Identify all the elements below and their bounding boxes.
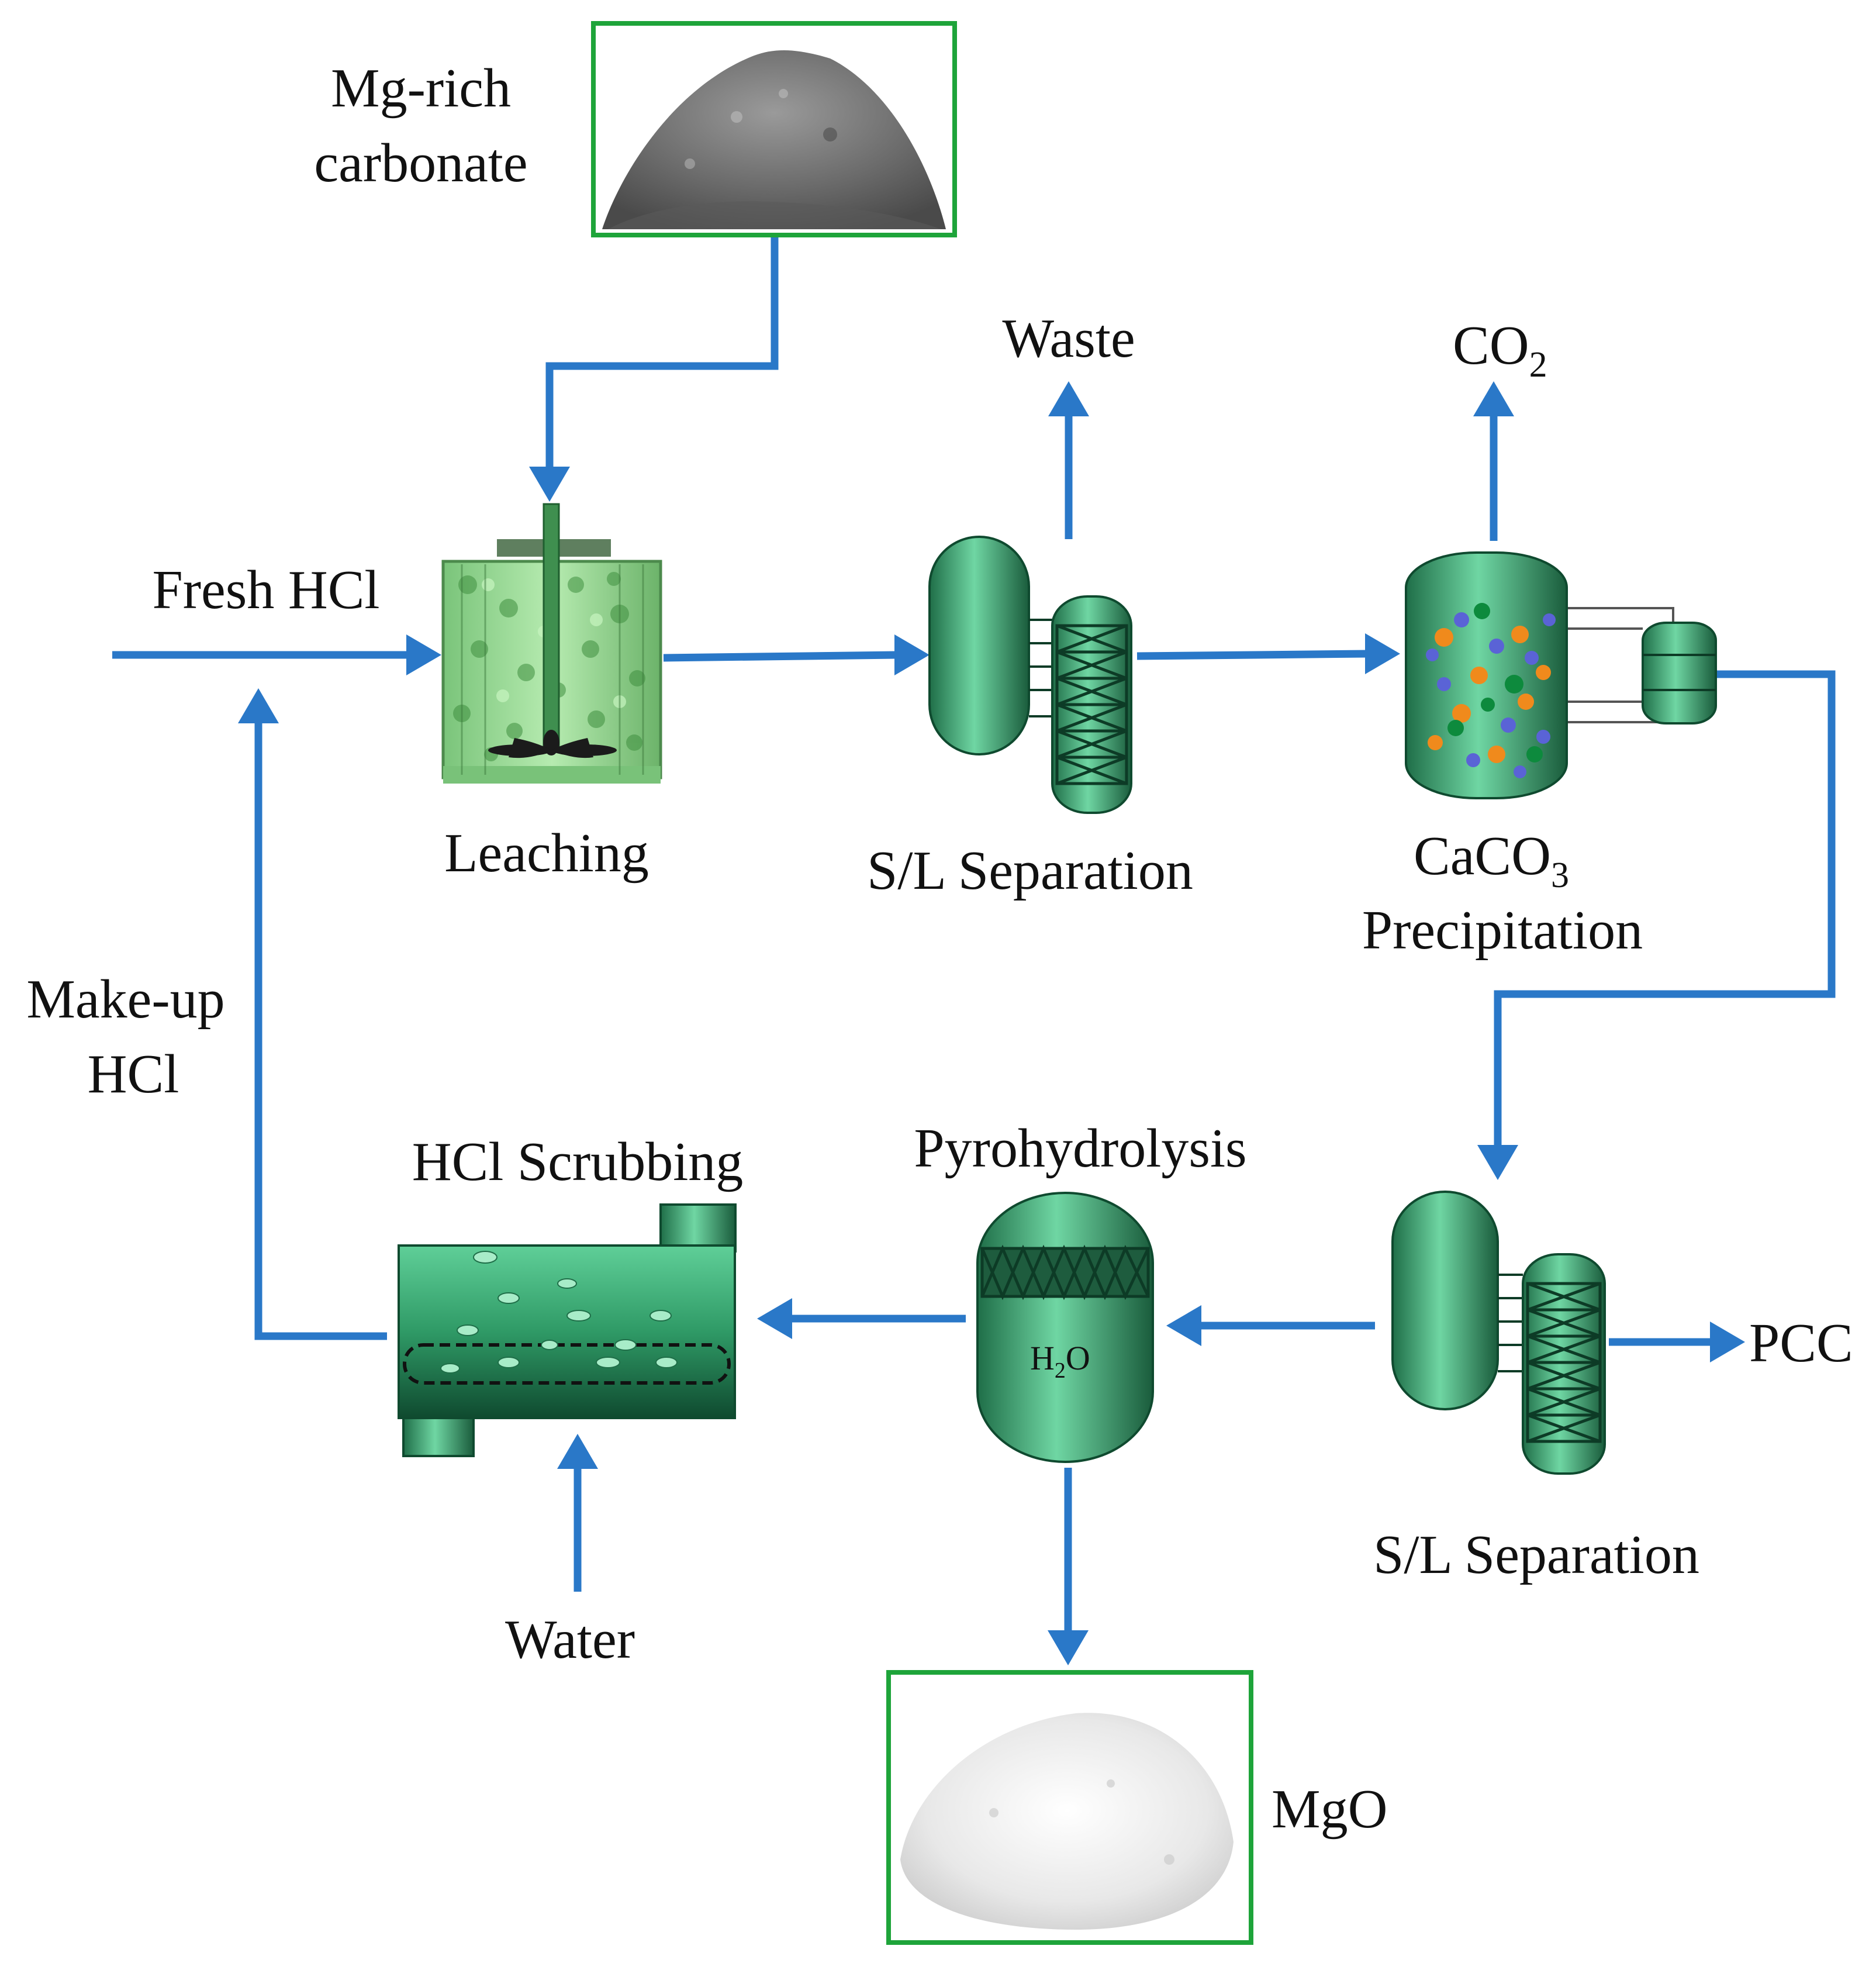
label-fresh-hcl: Fresh HCl: [152, 560, 379, 620]
impeller-icon: [488, 730, 617, 758]
flow-makeup-hcl: [254, 722, 387, 1340]
flow-lines: [112, 233, 1836, 1665]
arrow-head-icon: [1477, 1145, 1518, 1180]
precipitation-reactor: [1405, 551, 1717, 799]
arrow-head-icon: [1365, 633, 1400, 674]
label-h2o: H2O: [1030, 1339, 1090, 1383]
mgo-product-image: [886, 1670, 1253, 1945]
labels: Mg-rich carbonate Fresh HCl Leaching Was…: [26, 58, 1853, 1840]
label-precipitation: Precipitation: [1362, 900, 1643, 961]
label-sl-separation-1: S/L Separation: [867, 840, 1193, 901]
label-pcc: PCC: [1749, 1313, 1853, 1374]
label-caco3: CaCO3: [1414, 826, 1569, 895]
arrow-head-icon: [1048, 381, 1089, 416]
hcl-scrubber: [398, 1203, 737, 1457]
label-co2: CO2: [1453, 315, 1547, 385]
label-mg-rich-line2: carbonate: [314, 133, 527, 194]
leaching-reactor: [441, 503, 662, 784]
label-hcl-scrubbing: HCl Scrubbing: [412, 1131, 744, 1192]
arrow-head-icon: [529, 467, 570, 502]
label-makeup-line1: Make-up: [26, 969, 224, 1030]
arrow-head-icon: [1166, 1305, 1201, 1346]
white-powder-pile-icon: [900, 1713, 1234, 1930]
grey-powder-pile-icon: [602, 50, 946, 229]
sl-separation-unit-1: [928, 536, 1132, 814]
flow-leaching-to-separation: [663, 651, 898, 662]
label-makeup-line2: HCl: [88, 1044, 179, 1105]
label-mg-rich-line1: Mg-rich: [331, 58, 511, 119]
label-sl-separation-2: S/L Separation: [1373, 1524, 1699, 1585]
particles-icon: [1426, 603, 1556, 778]
arrow-head-icon: [757, 1298, 792, 1339]
label-leaching: Leaching: [444, 823, 649, 884]
sl-separation-unit-2: [1391, 1191, 1606, 1475]
label-waste: Waste: [1002, 308, 1135, 369]
arrow-head-icon: [1710, 1322, 1745, 1362]
pyrohydrolysis-reactor: [976, 1192, 1154, 1463]
arrow-head-icon: [1473, 381, 1514, 416]
label-mgo: MgO: [1272, 1779, 1387, 1840]
mg-rich-carbonate-image: [591, 21, 957, 237]
label-pyrohydrolysis: Pyrohydrolysis: [914, 1118, 1246, 1179]
flow-feed-to-leaching: [545, 233, 779, 468]
flow-separation-to-precipitation: [1136, 650, 1369, 660]
arrow-head-icon: [238, 688, 279, 723]
arrow-head-icon: [406, 634, 441, 675]
label-water: Water: [505, 1609, 635, 1670]
flow-precipitation-to-separation: [1494, 670, 1836, 1146]
arrow-head-icon: [1048, 1630, 1089, 1665]
arrow-head-icon: [894, 634, 930, 675]
arrow-head-icon: [557, 1434, 598, 1469]
